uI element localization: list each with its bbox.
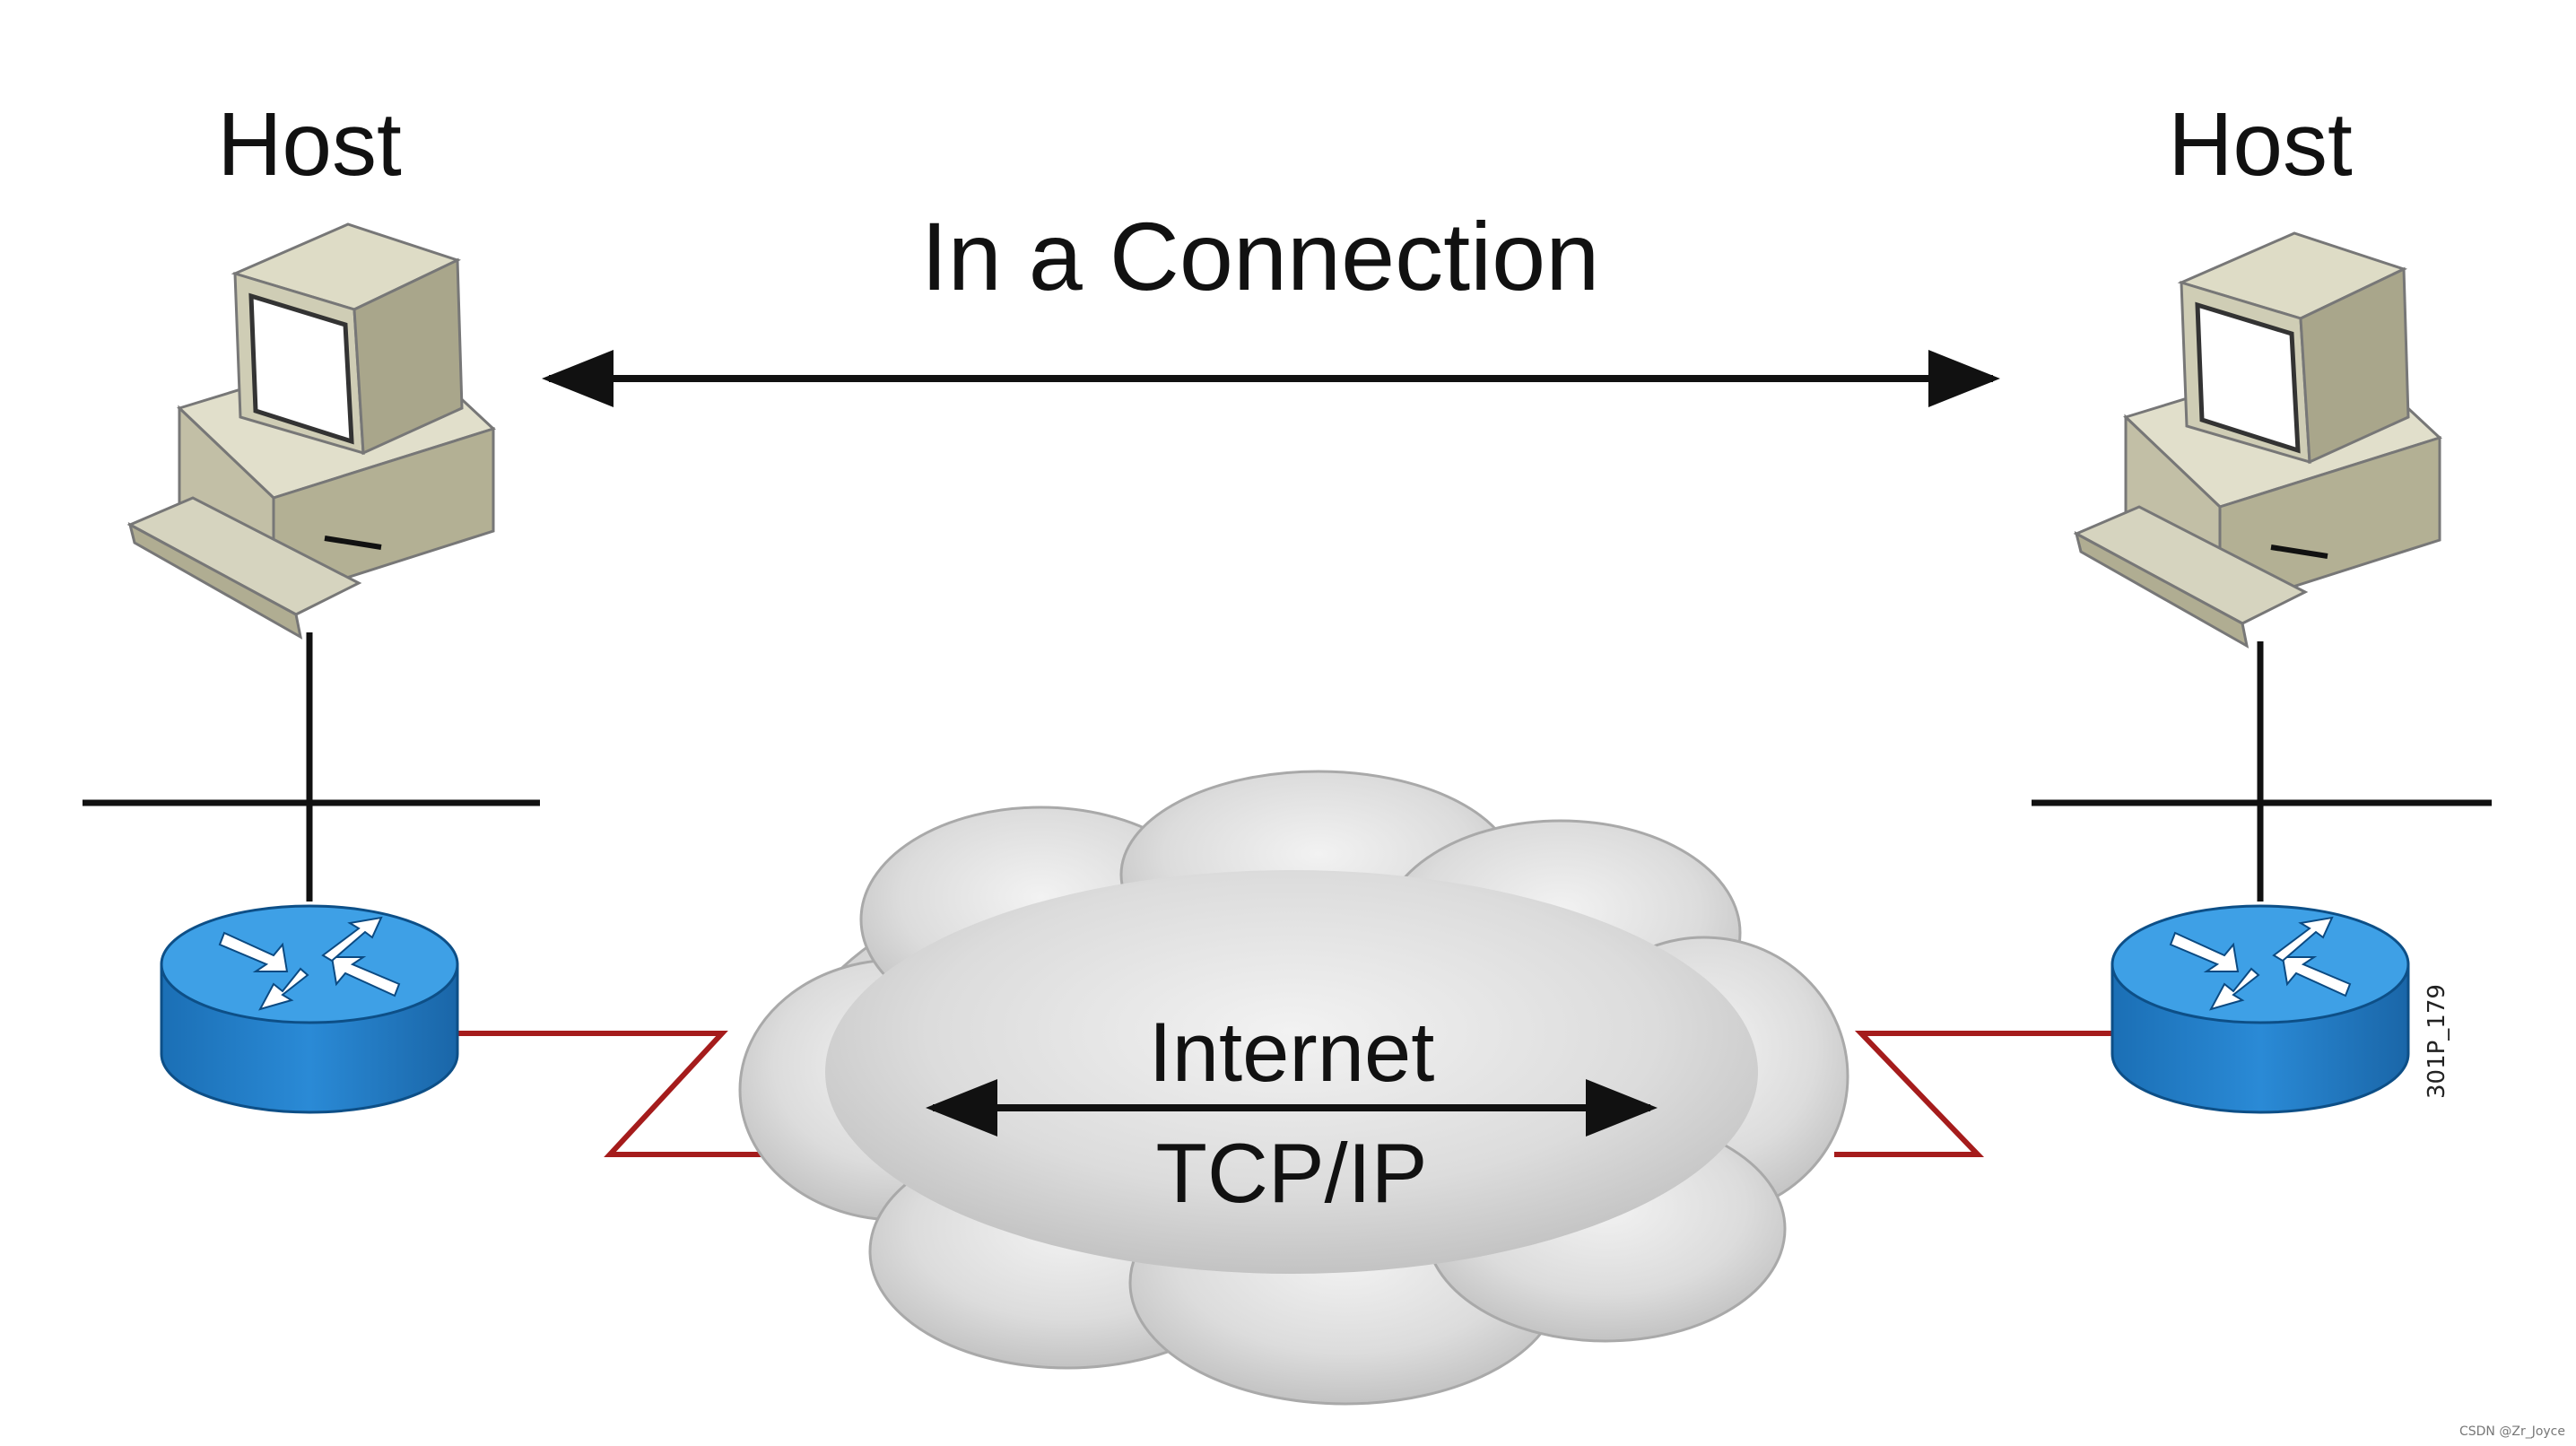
router-icon (2110, 904, 2410, 1114)
connection-label: In a Connection (921, 202, 1600, 310)
wan-link-left (453, 1031, 771, 1157)
computer-icon (2073, 231, 2442, 649)
host-right-label: Host (2168, 94, 2353, 195)
cloud-icon (738, 770, 1849, 1406)
internet-label: Internet (1149, 1005, 1435, 1099)
computer-icon (126, 222, 496, 640)
lan-right (2032, 641, 2492, 902)
router-icon (160, 904, 459, 1114)
figure-code: 301P_179 (2424, 984, 2450, 1099)
wan-link-right (1834, 1031, 2117, 1157)
host-left-label: Host (217, 94, 402, 195)
lan-left (83, 632, 540, 902)
protocol-label: TCP/IP (1156, 1126, 1428, 1220)
watermark: CSDN @Zr_Joyce (2459, 1424, 2565, 1439)
